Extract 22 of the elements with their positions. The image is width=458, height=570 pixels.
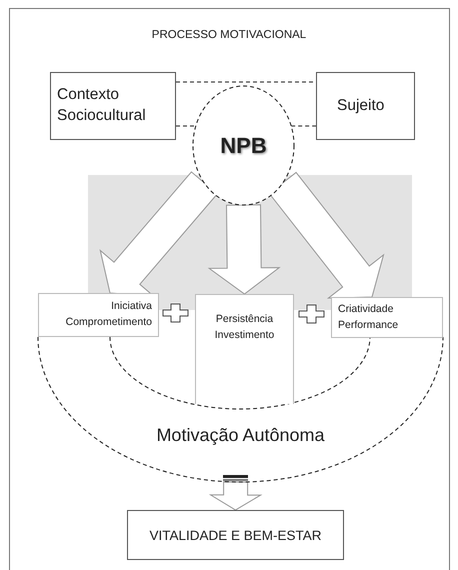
dashed-connector: [176, 125, 196, 126]
diagram-title: PROCESSO MOTIVACIONAL: [150, 29, 308, 41]
dashed-connector: [290, 125, 316, 126]
node-label: NPB: [220, 132, 267, 158]
outcome-box: [195, 294, 294, 404]
concept-box: [50, 72, 176, 140]
outcome-box: [38, 293, 159, 337]
block-arrow: [268, 172, 384, 299]
dashed-ellipse: [193, 86, 294, 205]
node-text: Iniciativa Comprometimento: [64, 299, 152, 330]
node-text: Criatividade Performance: [338, 302, 400, 332]
dashed-arc-region: [38, 337, 443, 482]
node-text: Persistência Investimento: [214, 312, 276, 344]
node-text: Motivação Autônoma: [156, 425, 325, 446]
result-box: [127, 510, 344, 560]
concept-box: [316, 72, 415, 140]
block-arrow: [208, 481, 262, 511]
block-arrow: [208, 204, 281, 295]
outcome-box: [331, 297, 443, 338]
node-text: Contexto Sociocultural: [57, 85, 147, 126]
node-text: VITALIDADE E BEM-ESTAR: [149, 528, 322, 542]
node-text: Sujeito: [336, 96, 384, 116]
